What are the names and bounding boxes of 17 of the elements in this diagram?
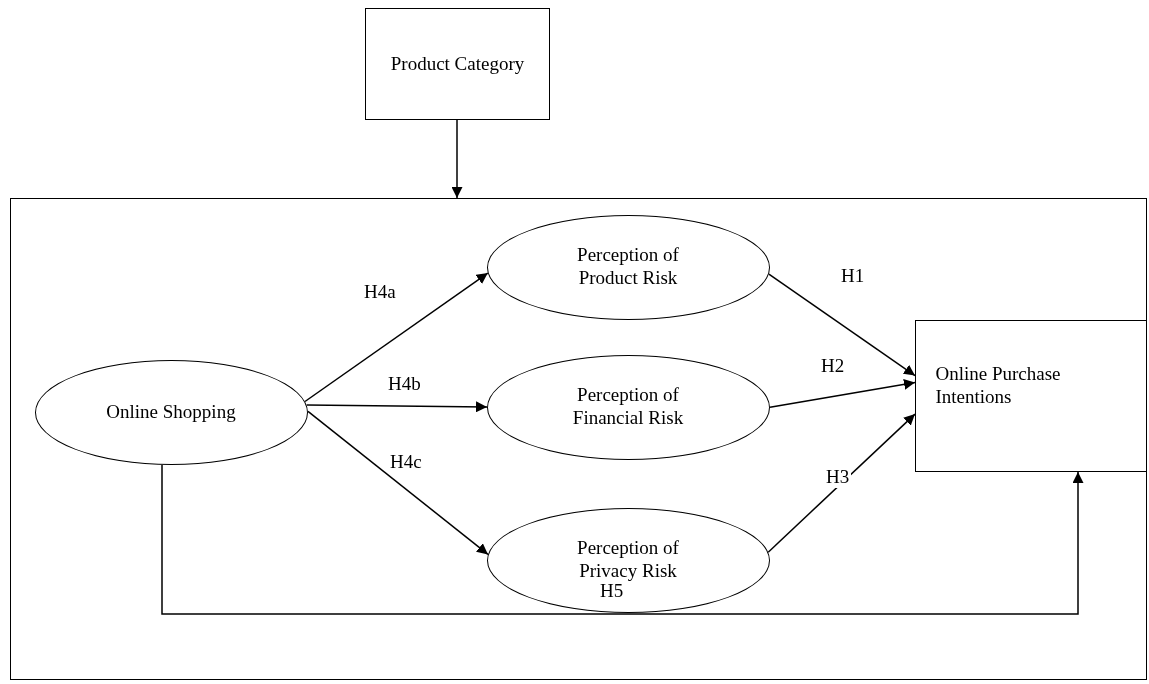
variable-box: [365, 8, 550, 120]
arrow: [307, 410, 489, 556]
arrow: [768, 273, 916, 377]
arrow: [451, 119, 463, 199]
variable-box: [914, 319, 1147, 472]
model-frame: [10, 198, 1147, 680]
arrow: [767, 413, 916, 553]
arrow: [304, 272, 489, 403]
node-label: Perception of Financial Risk: [571, 384, 685, 430]
node-label: Perception of Privacy Risk: [576, 537, 680, 583]
node-label: Perception of Product Risk: [576, 244, 680, 290]
node-label: Online Purchase Intentions: [935, 362, 1062, 409]
node-label: Product Category: [390, 52, 525, 76]
node-label: Online Shopping: [106, 400, 236, 424]
arrow: [305, 401, 488, 413]
arrow: [161, 464, 1084, 615]
arrow: [769, 378, 916, 408]
